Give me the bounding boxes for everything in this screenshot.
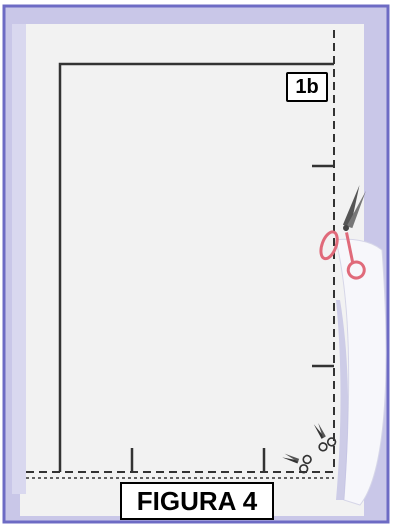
scissors-icon	[319, 185, 367, 280]
peeled-paper-shadow	[336, 300, 349, 500]
paper-sheet	[20, 24, 364, 516]
peeled-paper-strip	[335, 238, 387, 506]
pattern-piece-label: 1b	[286, 72, 328, 102]
pattern-piece-outline	[58, 62, 334, 472]
mat-strip	[12, 24, 26, 494]
scissors-icon	[313, 423, 337, 452]
figure-caption: FIGURA 4	[120, 482, 274, 520]
scissors-icon	[282, 453, 312, 474]
